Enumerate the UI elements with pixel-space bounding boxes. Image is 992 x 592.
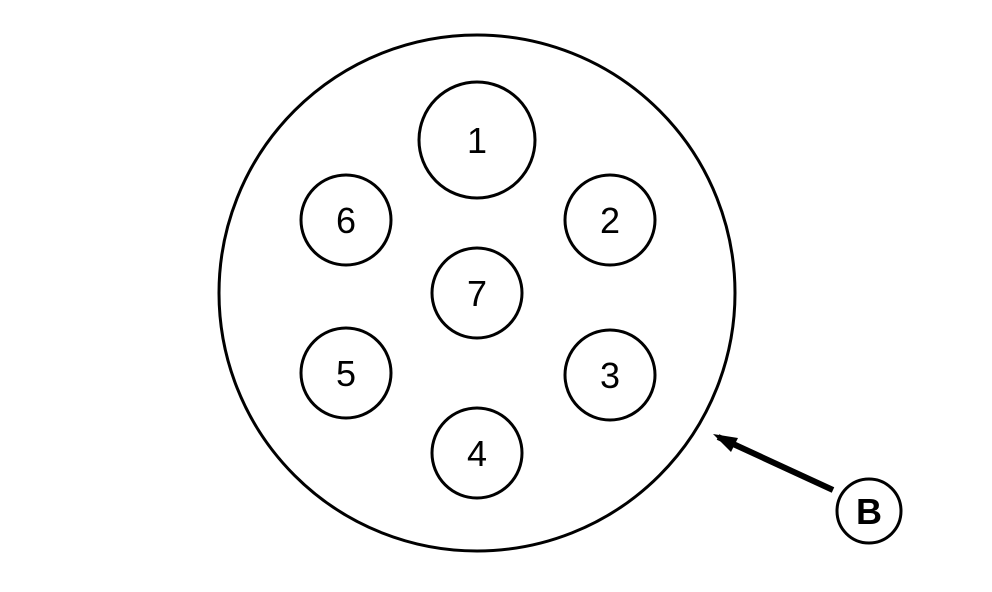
pin-label: 7 (467, 273, 487, 314)
pin-7: 7 (430, 246, 524, 340)
pin-5: 5 (299, 326, 393, 420)
pin-label: 1 (467, 120, 487, 161)
pin-4: 4 (430, 406, 524, 500)
pin-6: 6 (299, 173, 393, 267)
pin-label: 4 (467, 433, 487, 474)
pin-label: 6 (336, 200, 356, 241)
pin-2: 2 (563, 173, 657, 267)
callout-b: B (835, 477, 903, 545)
pin-label: 5 (336, 353, 356, 394)
pin-label: 3 (600, 355, 620, 396)
callout-label: B (856, 491, 882, 532)
connector-body (217, 33, 737, 553)
pin-label: 2 (600, 200, 620, 241)
pin-1: 1 (417, 80, 537, 200)
pin-3: 3 (563, 328, 657, 422)
callout-arrow (716, 434, 835, 493)
arrow-head (713, 434, 738, 452)
